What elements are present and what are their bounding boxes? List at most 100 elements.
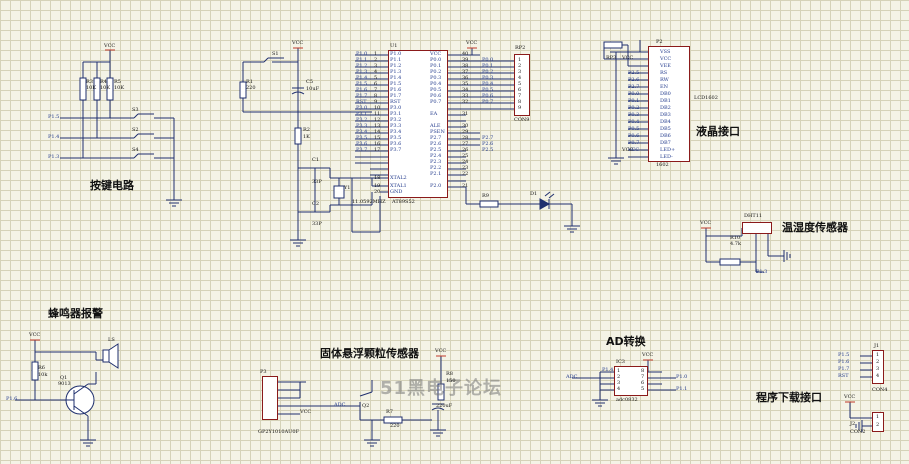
pin-number: 5 <box>641 386 645 392</box>
mcu-pin: P0.3 <box>430 75 442 81</box>
net-label: P0.3 <box>482 75 494 81</box>
r3-ref: R3 <box>86 79 93 85</box>
buzzer-net: P1.6 <box>6 396 18 402</box>
pin-number: 2 <box>876 422 880 428</box>
net-label: P3.4 <box>356 129 368 135</box>
lcd-pin: VCC <box>660 56 672 62</box>
r7-value: 220 <box>390 423 400 429</box>
lcd-pin: DB5 <box>660 126 671 132</box>
pin-number: 4 <box>617 386 621 392</box>
ad-net-adc: ADC <box>566 374 578 380</box>
vcc-label: VCC <box>700 220 712 226</box>
r2-ref: R2 <box>303 127 310 133</box>
mcu-ref: U1 <box>390 43 398 49</box>
pin-number: 2 <box>374 57 378 63</box>
pin-number: 27 <box>462 141 469 147</box>
pin-number: 1 <box>876 414 880 420</box>
ad-net-p10: P1.0 <box>676 374 688 380</box>
pin-number: 36 <box>462 75 469 81</box>
mcu-pin: P0.4 <box>430 81 442 87</box>
mcu-pin: GND <box>390 189 403 195</box>
j2-ref: J2 <box>850 421 856 427</box>
pin-number: 17 <box>374 147 381 153</box>
dust-sensor-connector-body <box>262 376 278 420</box>
con9-pin: 5 <box>518 81 522 87</box>
pin-number: 26 <box>462 147 469 153</box>
net-label: P0.1 <box>628 98 640 104</box>
pin-number: 7 <box>374 87 378 93</box>
vcc-label: VCC <box>622 147 634 153</box>
s1-ref: S1 <box>272 51 279 57</box>
net-label: P1.7 <box>356 93 368 99</box>
pin-number: 24 <box>462 159 469 165</box>
s2-ref: S2 <box>132 127 139 133</box>
pin-number: 8 <box>641 368 645 374</box>
gp2y-part: GP2Y1010AU0F <box>258 429 300 435</box>
r9-ref: R9 <box>482 193 489 199</box>
ic3-ref: IC3 <box>616 359 625 365</box>
pin-number: 33 <box>462 93 469 99</box>
xtal-value: 11.0592MHZ <box>352 199 386 205</box>
con9-pin: 9 <box>518 105 522 111</box>
adc-net: ADC <box>334 402 346 408</box>
r4-ref: R4 <box>100 79 107 85</box>
lcd-pin: DB4 <box>660 119 671 125</box>
net-label: P1.3 <box>356 69 368 75</box>
j1-connector-body <box>872 350 884 384</box>
lcd-part: LCD1602 <box>694 95 718 101</box>
con9-pin: 7 <box>518 93 522 99</box>
c5-ref: C5 <box>306 79 314 85</box>
pin-number: 34 <box>462 87 469 93</box>
pin-number: 37 <box>462 69 469 75</box>
pin-number: 19 <box>374 183 381 189</box>
mcu-pin: RST <box>390 99 401 105</box>
mcu-pin: P2.1 <box>430 171 442 177</box>
ad-net-p14: P1.4 <box>602 367 614 373</box>
mcu-pin: P1.5 <box>390 81 402 87</box>
mcu-pin: P3.4 <box>390 129 402 135</box>
net-label: P3.7 <box>356 147 368 153</box>
mcu-pin: P2.6 <box>430 141 442 147</box>
mcu-pin: P1.0 <box>390 51 402 57</box>
r5-ref: R5 <box>114 79 121 85</box>
j2-connector-body <box>872 412 884 432</box>
pin-number: 31 <box>462 111 469 117</box>
vcc-label: VCC <box>622 55 634 61</box>
mcu-pin: PSEN <box>430 129 445 135</box>
net-label: P0.2 <box>482 69 494 75</box>
net-label: P0.6 <box>482 93 494 99</box>
pin-number: 4 <box>876 373 880 379</box>
pin-number: 13 <box>374 123 381 129</box>
pin-number: 18 <box>374 175 381 181</box>
c2-ref: C2 <box>312 201 320 207</box>
buzzer-alarm-title: 蜂鸣器报警 <box>48 307 103 320</box>
con9-ref: RP2 <box>515 45 526 51</box>
key-net-p14: P1.4 <box>48 134 60 140</box>
mcu-pin: XTAL2 <box>390 175 407 181</box>
mcu-pin: P2.3 <box>430 159 442 165</box>
pin-number: 29 <box>462 129 469 135</box>
mcu-pin: P0.6 <box>430 93 442 99</box>
mcu-pin: P3.6 <box>390 141 402 147</box>
mcu-pin: VCC <box>430 51 442 57</box>
pin-number: 11 <box>374 111 381 117</box>
con9-pin: 1 <box>518 57 522 63</box>
mcu-pin: P1.1 <box>390 57 402 63</box>
net-label: P0.7 <box>628 140 640 146</box>
vcc-label: VCC <box>435 348 447 354</box>
net-label: P3.0 <box>356 105 368 111</box>
con9-pin: 8 <box>518 99 522 105</box>
vcc-label: VCC <box>29 332 41 338</box>
lcd-pin: LED- <box>660 154 673 160</box>
mcu-pin: P1.4 <box>390 75 402 81</box>
net-label: P1.1 <box>356 57 368 63</box>
key-circuit-title: 按键电路 <box>90 179 134 192</box>
mcu-pin: P0.1 <box>430 63 442 69</box>
con9-pin: 6 <box>518 87 522 93</box>
pin-number: 7 <box>641 374 645 380</box>
vcc-label: VCC <box>844 394 856 400</box>
net-label: P1.5 <box>838 352 850 358</box>
pin-number: 1 <box>374 51 378 57</box>
pin-number: 9 <box>374 99 378 105</box>
pin-number: 8 <box>374 93 378 99</box>
